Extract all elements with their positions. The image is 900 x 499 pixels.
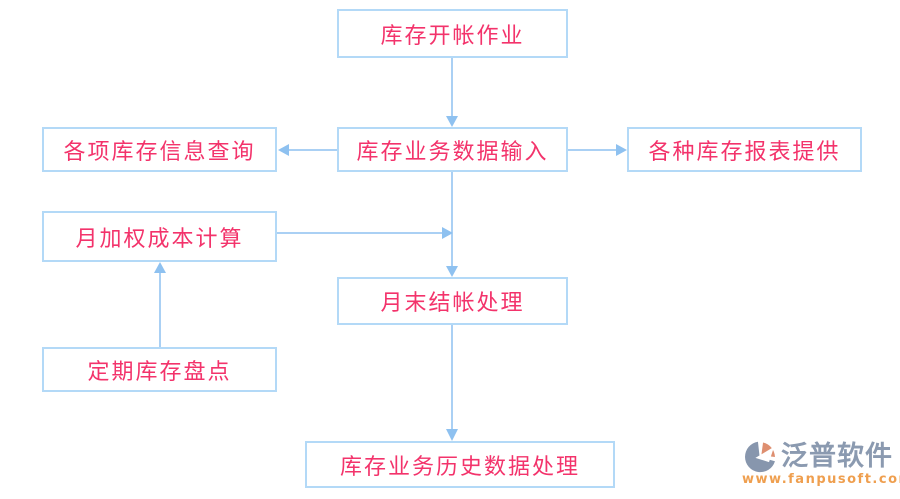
arrow-open-to-input bbox=[446, 58, 458, 127]
node-label: 各项库存信息查询 bbox=[63, 139, 256, 165]
fanpu-logo-icon bbox=[742, 440, 779, 474]
arrow-stocktaking-to-cost bbox=[154, 262, 166, 347]
node-monthly-weighted-cost: 月加权成本计算 bbox=[42, 211, 277, 262]
node-inventory-reports: 各种库存报表提供 bbox=[627, 127, 862, 172]
node-label: 月末结帐处理 bbox=[380, 291, 525, 316]
node-inventory-data-input: 库存业务数据输入 bbox=[337, 127, 568, 172]
arrow-input-to-monthend bbox=[446, 172, 458, 277]
node-label: 月加权成本计算 bbox=[75, 226, 244, 252]
brand-name: 泛普软件 bbox=[781, 441, 893, 472]
node-periodic-stocktaking: 定期库存盘点 bbox=[42, 347, 277, 392]
node-label: 库存开帐作业 bbox=[380, 23, 525, 49]
node-label: 定期库存盘点 bbox=[87, 359, 232, 385]
node-label: 库存业务数据输入 bbox=[356, 139, 549, 165]
node-month-end-closing: 月末结帐处理 bbox=[337, 277, 568, 325]
brand-url: www.fanpusoft.com bbox=[742, 472, 900, 487]
node-inventory-open-account: 库存开帐作业 bbox=[337, 9, 568, 58]
arrow-cost-to-mainline bbox=[277, 227, 453, 239]
arrow-monthend-to-history bbox=[446, 325, 458, 441]
arrow-input-to-reports bbox=[568, 144, 627, 156]
node-label: 库存业务历史数据处理 bbox=[339, 454, 580, 480]
node-inventory-info-query: 各项库存信息查询 bbox=[42, 127, 277, 172]
arrow-input-to-query bbox=[278, 144, 337, 156]
brand-watermark: 泛普软件 www.fanpusoft.com bbox=[742, 440, 900, 495]
node-history-data-processing: 库存业务历史数据处理 bbox=[305, 441, 615, 488]
node-label: 各种库存报表提供 bbox=[648, 139, 841, 165]
